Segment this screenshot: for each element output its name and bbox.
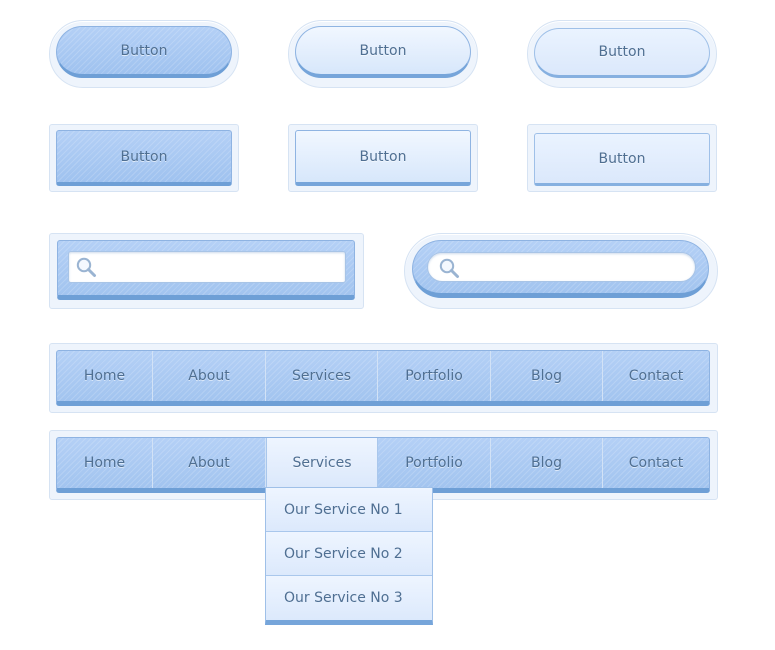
nav-item-services-active[interactable]: Services: [266, 438, 378, 488]
dropdown-item[interactable]: Our Service No 2: [266, 532, 432, 576]
dropdown-item[interactable]: Our Service No 3: [266, 576, 432, 620]
pill-button-light[interactable]: Button: [295, 26, 471, 78]
nav-item-contact[interactable]: Contact: [628, 368, 684, 384]
services-dropdown: Our Service No 1 Our Service No 2 Our Se…: [265, 487, 433, 625]
search-icon: [76, 257, 96, 277]
nav-item-services[interactable]: Services: [266, 351, 378, 401]
dropdown-item[interactable]: Our Service No 1: [266, 488, 432, 532]
rect-button-dark[interactable]: Button: [56, 130, 232, 186]
nav-item-contact[interactable]: Contact: [628, 455, 684, 471]
nav-item-portfolio[interactable]: Portfolio: [378, 351, 491, 401]
nav-bar-2: Home About Services Portfolio Blog Conta…: [56, 437, 710, 493]
search-input-rect[interactable]: [69, 252, 345, 282]
search-input-pill[interactable]: [428, 253, 695, 281]
search-field-pill[interactable]: [427, 252, 696, 282]
search-bar-rect: [57, 240, 355, 300]
nav-item-blog[interactable]: Blog: [491, 438, 603, 488]
search-icon: [439, 258, 459, 278]
nav-item-blog[interactable]: Blog: [491, 351, 603, 401]
nav-item-about[interactable]: About: [153, 438, 266, 488]
nav-item-home[interactable]: Home: [57, 438, 153, 488]
nav-item-home[interactable]: Home: [57, 351, 153, 401]
pill-button-soft[interactable]: Button: [534, 28, 710, 78]
pill-button-dark[interactable]: Button: [56, 26, 232, 78]
rect-button-soft[interactable]: Button: [534, 133, 710, 186]
nav-bar-1: Home About Services Portfolio Blog Conta…: [56, 350, 710, 406]
nav-item-about[interactable]: About: [153, 351, 266, 401]
search-field-rect[interactable]: [68, 251, 346, 283]
nav-item-portfolio[interactable]: Portfolio: [378, 438, 491, 488]
search-bar-pill: [412, 240, 709, 298]
rect-button-light[interactable]: Button: [295, 130, 471, 186]
